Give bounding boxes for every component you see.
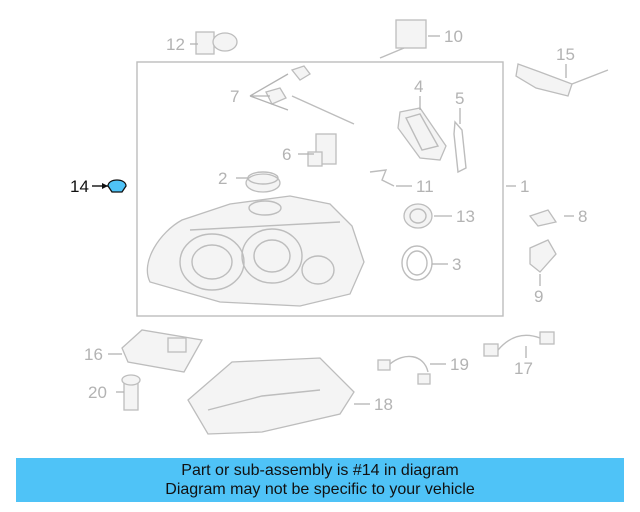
part-13-socket-drawing — [403, 203, 433, 229]
callout-15: 15 — [556, 45, 575, 64]
callout-leaders — [92, 35, 574, 405]
callout-16: 16 — [84, 345, 103, 364]
info-banner: Part or sub-assembly is #14 in diagram D… — [16, 458, 624, 502]
callout-3: 3 — [452, 255, 461, 274]
part-12-bulb-drawing — [195, 31, 238, 55]
part-8-bulb-drawing — [528, 209, 558, 227]
callout-13: 13 — [456, 207, 475, 226]
callout-4: 4 — [414, 77, 423, 96]
part-11-clip-drawing — [369, 169, 395, 187]
part-4-frame-drawing — [397, 107, 447, 161]
callout-17: 17 — [514, 359, 533, 378]
part-15-sensor-drawing — [515, 63, 609, 97]
parts-diagram: 1 2 3 4 5 6 7 8 9 10 11 12 13 14 15 16 1… — [70, 19, 609, 435]
part-10-igniter-drawing — [379, 19, 427, 59]
part-7-screws-drawing — [265, 65, 355, 125]
callout-1: 1 — [520, 177, 529, 196]
callout-7: 7 — [230, 87, 239, 106]
callout-14: 14 — [70, 177, 89, 196]
part-14-cap-drawing — [107, 179, 127, 193]
callout-11: 11 — [416, 177, 434, 196]
part-3-ring-drawing — [401, 245, 433, 281]
banner-line-disclaimer: Diagram may not be specific to your vehi… — [165, 481, 475, 498]
callout-18: 18 — [374, 395, 393, 414]
callout-20: 20 — [88, 383, 107, 402]
callout-9: 9 — [534, 287, 543, 306]
callout-6: 6 — [282, 145, 291, 164]
callout-5: 5 — [455, 89, 464, 108]
part-18-bracket-drawing — [187, 357, 355, 435]
assembly-frame — [136, 61, 504, 317]
part-5-seal-drawing — [453, 120, 467, 174]
part-19-harness-drawing — [377, 355, 431, 385]
callout-8: 8 — [578, 207, 587, 226]
part-16-module-drawing — [121, 329, 204, 373]
headlamp-housing-drawing — [146, 195, 365, 307]
part-2-cap-drawing — [245, 171, 281, 193]
part-17-harness-drawing — [483, 331, 555, 357]
banner-line-part: Part or sub-assembly is #14 in diagram — [181, 462, 459, 479]
callout-19: 19 — [450, 355, 469, 374]
part-20-pin-drawing — [121, 374, 141, 411]
callout-2: 2 — [218, 169, 227, 188]
part-9-bulb-drawing — [529, 239, 557, 273]
callout-10: 10 — [444, 27, 463, 46]
callout-12: 12 — [166, 35, 185, 54]
part-6-module-drawing — [307, 133, 337, 167]
